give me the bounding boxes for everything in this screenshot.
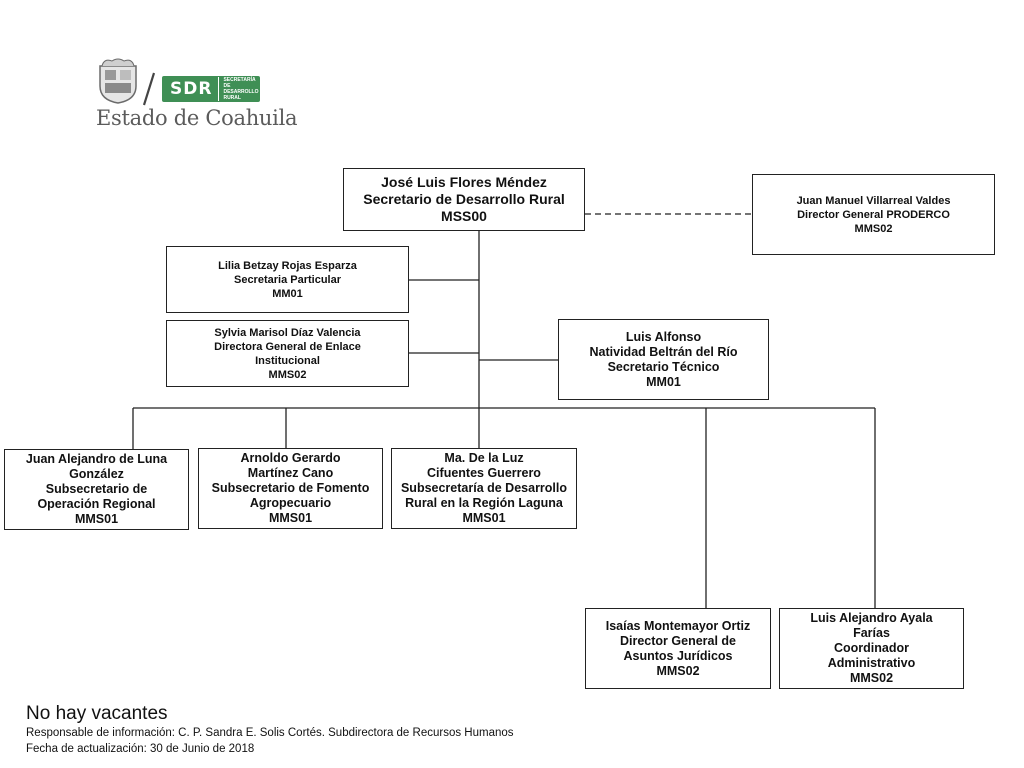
node-line: José Luis Flores Méndez bbox=[381, 174, 547, 190]
node-line: MMS01 bbox=[268, 511, 313, 525]
node-enlace: Sylvia Marisol Díaz Valencia Directora G… bbox=[166, 320, 409, 387]
node-tecnico: Luis Alfonso Natividad Beltrán del Río S… bbox=[558, 319, 769, 400]
node-line: Asuntos Jurídicos bbox=[623, 648, 733, 663]
node-line: Director General PRODERCO bbox=[797, 208, 950, 221]
node-line: Juan Alejandro de Luna bbox=[25, 452, 168, 466]
logo: SDR SECRETARÍA DE DESARROLLO RURAL Estad… bbox=[96, 58, 298, 132]
sdr-sub-line: RURAL bbox=[223, 95, 241, 101]
node-line: Sylvia Marisol Díaz Valencia bbox=[214, 326, 361, 339]
node-line: González bbox=[69, 467, 124, 481]
responsible-note: Responsable de información: C. P. Sandra… bbox=[26, 727, 514, 739]
node-line: Director General de bbox=[619, 633, 736, 648]
sdr-badge-subtitle: SECRETARÍA DE DESARROLLO RURAL bbox=[218, 77, 260, 101]
node-line: Martínez Cano bbox=[247, 466, 334, 480]
node-line: Juan Manuel Villarreal Valdes bbox=[796, 194, 951, 207]
node-line: MSS00 bbox=[441, 208, 487, 224]
node-operacion: Juan Alejandro de Luna González Subsecre… bbox=[4, 449, 189, 530]
node-line: MMS02 bbox=[268, 368, 307, 381]
node-line: Subsecretario de bbox=[45, 482, 148, 496]
sdr-sub-line: SECRETARÍA bbox=[223, 77, 256, 83]
node-line: MM01 bbox=[646, 374, 681, 389]
node-line: Agropecuario bbox=[249, 496, 332, 510]
node-line: MMS01 bbox=[462, 511, 506, 525]
sdr-badge: SDR SECRETARÍA DE DESARROLLO RURAL bbox=[162, 76, 260, 102]
node-line: MMS02 bbox=[656, 663, 700, 678]
node-line: Administrativo bbox=[827, 656, 916, 670]
node-line: Directora General de Enlace bbox=[214, 340, 361, 353]
vacancies-note: No hay vacantes bbox=[26, 703, 168, 724]
node-line: Ma. De la Luz bbox=[444, 451, 524, 465]
node-line: Natividad Beltrán del Río bbox=[589, 344, 738, 359]
node-laguna: Ma. De la Luz Cifuentes Guerrero Subsecr… bbox=[391, 448, 577, 529]
state-name: Estado de Coahuila bbox=[96, 106, 298, 130]
footer: No hay vacantes Responsable de informaci… bbox=[26, 703, 514, 757]
sdr-sub-line: DE DESARROLLO bbox=[223, 83, 259, 95]
node-line: Cifuentes Guerrero bbox=[427, 466, 541, 480]
update-date: Fecha de actualización: 30 de Junio de 2… bbox=[26, 743, 255, 755]
node-line: Isaías Montemayor Ortiz bbox=[605, 618, 751, 633]
node-line: Rural en la Región Laguna bbox=[405, 496, 563, 510]
coahuila-seal-icon bbox=[99, 58, 137, 104]
node-line: Luis Alfonso bbox=[625, 329, 702, 344]
node-line: Subsecretario de Fomento bbox=[211, 481, 370, 495]
node-line: Operación Regional bbox=[37, 497, 156, 511]
node-line: Subsecretaría de Desarrollo bbox=[400, 481, 568, 495]
node-line: MM01 bbox=[272, 287, 303, 300]
node-administrativo: Luis Alejandro Ayala Farías Coordinador … bbox=[779, 608, 964, 689]
node-line: MMS02 bbox=[849, 671, 894, 685]
node-line: Coordinador bbox=[834, 641, 909, 655]
node-line: Luis Alejandro Ayala bbox=[810, 611, 933, 625]
node-fomento: Arnoldo Gerardo Martínez Cano Subsecreta… bbox=[198, 448, 383, 529]
node-line: Secretaria Particular bbox=[233, 273, 341, 286]
divider-slash bbox=[142, 72, 156, 106]
node-particular: Lilia Betzay Rojas Esparza Secretaria Pa… bbox=[166, 246, 409, 313]
node-line: Arnoldo Gerardo bbox=[240, 451, 341, 465]
sdr-badge-text: SDR bbox=[170, 79, 213, 99]
node-line: MMS02 bbox=[854, 222, 893, 235]
node-line: Secretario Técnico bbox=[607, 359, 720, 374]
node-prodeco: Juan Manuel Villarreal Valdes Director G… bbox=[752, 174, 995, 255]
node-line: Secretario de Desarrollo Rural bbox=[363, 191, 565, 207]
node-line: MMS01 bbox=[74, 512, 119, 526]
node-line: Lilia Betzay Rojas Esparza bbox=[218, 259, 357, 272]
node-line: Farías bbox=[853, 626, 890, 640]
node-juridicos: Isaías Montemayor Ortiz Director General… bbox=[585, 608, 771, 689]
node-secretario: José Luis Flores Méndez Secretario de De… bbox=[343, 168, 585, 231]
node-line: Institucional bbox=[255, 354, 320, 367]
